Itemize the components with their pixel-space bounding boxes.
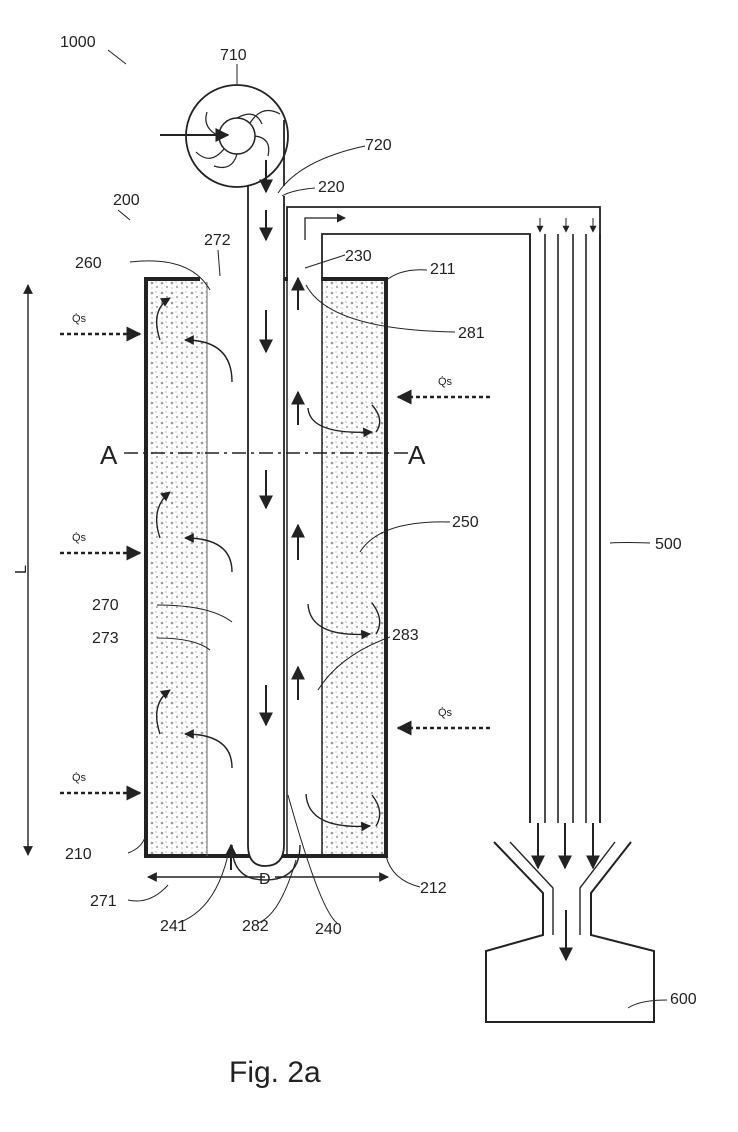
label-212: 212 [420,880,447,897]
label-230: 230 [345,248,372,265]
label-210: 210 [65,846,92,863]
label-272: 272 [204,232,231,249]
collector [486,842,654,1022]
top-opening-left [200,276,250,282]
label-260: 260 [75,255,102,272]
label-q-1: Q̇s [72,312,87,325]
label-211: 211 [430,261,456,278]
label-1000: 1000 [60,34,96,51]
label-271: 271 [90,893,117,910]
label-diameter: D [259,871,271,888]
label-length: L [13,565,30,574]
blower [160,85,288,196]
figure-caption: Fig. 2a [229,1056,321,1089]
label-720: 720 [365,137,392,154]
label-220: 220 [318,179,345,196]
label-240: 240 [315,921,342,938]
label-q-3: Q̇s [72,771,87,784]
riser-channel [287,279,322,856]
label-section-right: A [408,440,426,470]
label-282: 282 [242,918,269,935]
label-273: 273 [92,630,119,647]
label-500: 500 [655,536,682,553]
top-opening-right [288,276,321,282]
label-281: 281 [458,325,485,342]
label-q-4: Q̇s [438,375,453,388]
label-600: 600 [670,991,697,1008]
label-283: 283 [392,627,419,644]
label-q-5: Q̇s [438,706,453,719]
label-250: 250 [452,514,479,531]
label-241: 241 [160,918,187,935]
label-270: 270 [92,597,119,614]
condenser-tubes [530,218,600,868]
label-200: 200 [113,192,140,209]
label-710: 710 [220,47,247,64]
label-section-left: A [100,440,118,470]
label-q-2: Q̇s [72,531,87,544]
